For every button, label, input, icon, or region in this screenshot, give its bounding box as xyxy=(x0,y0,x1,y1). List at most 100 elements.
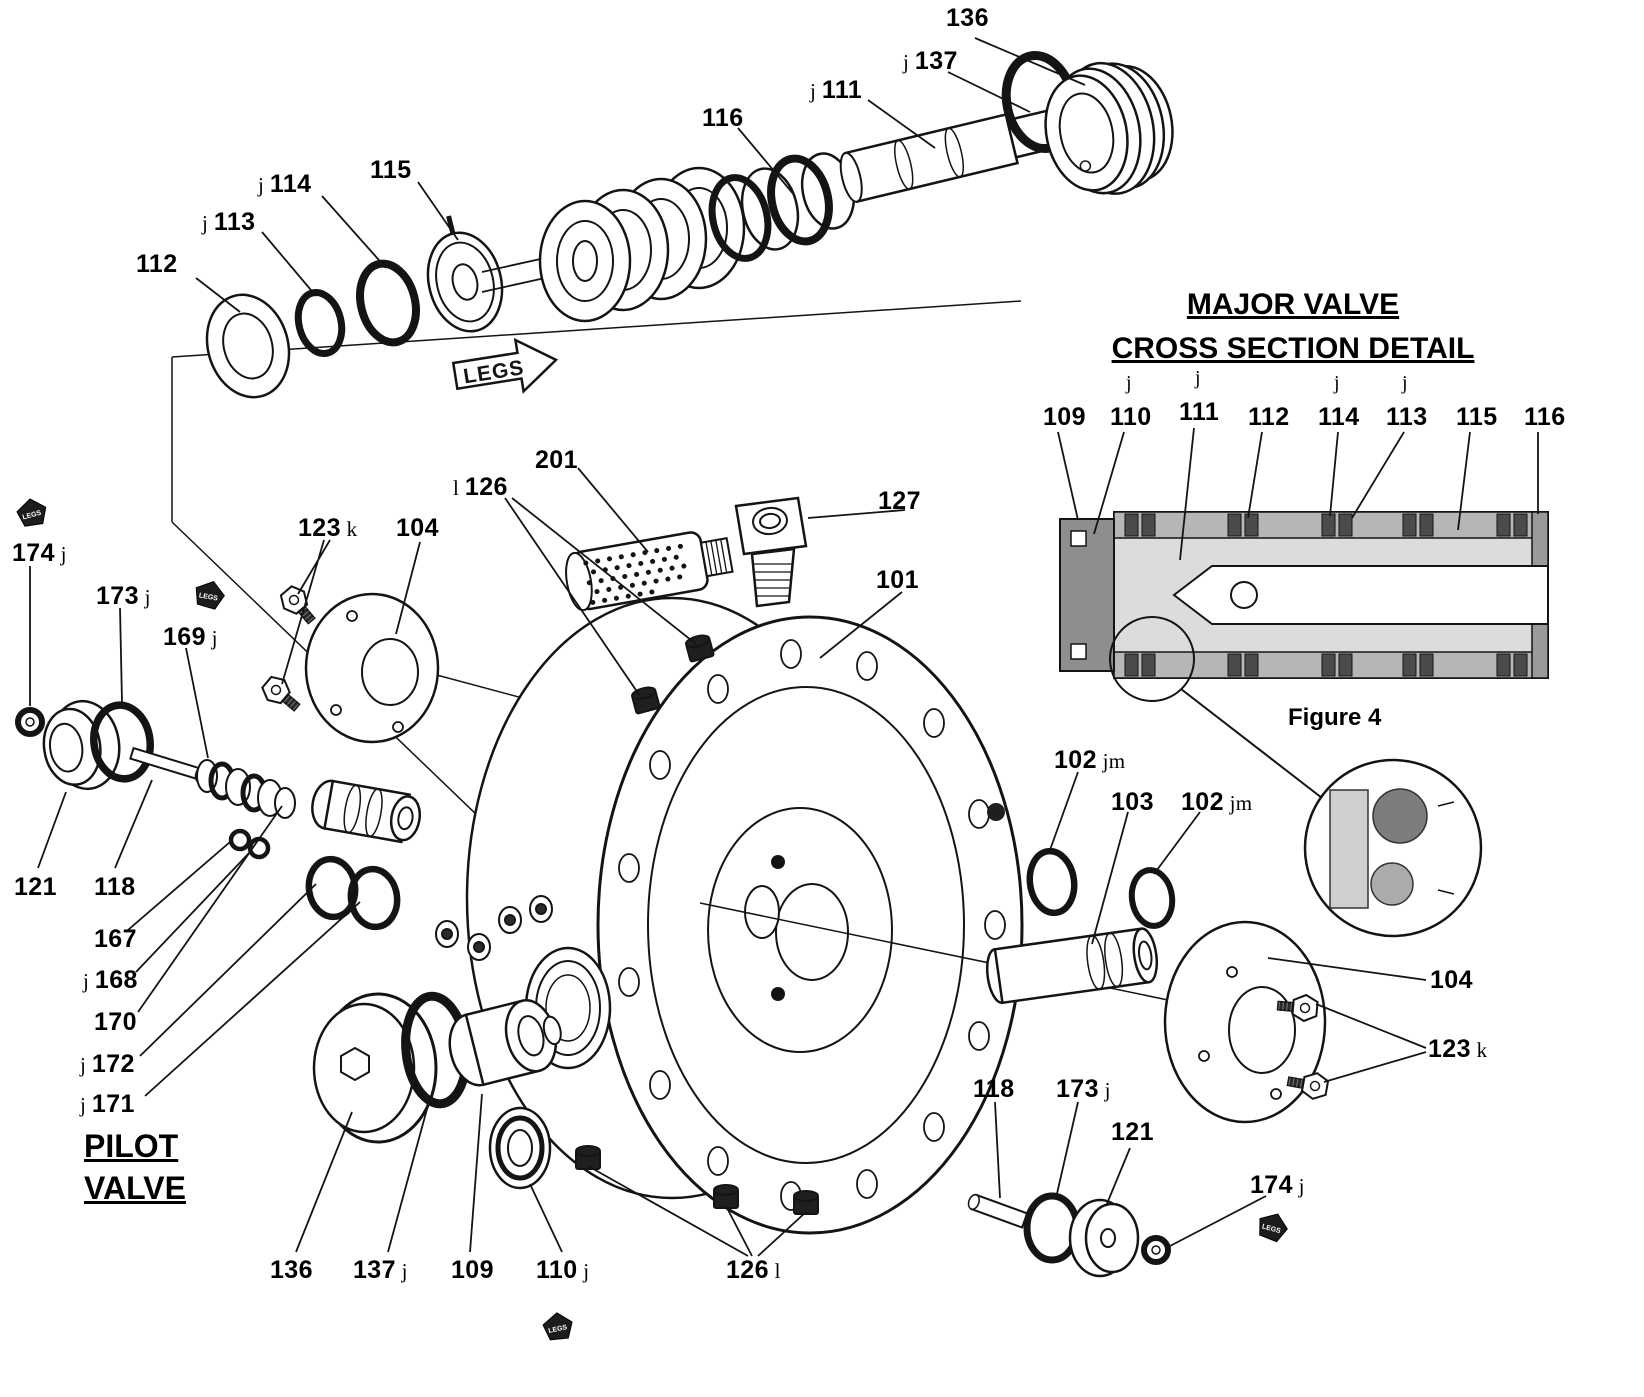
part-173-o-ring-left xyxy=(90,701,154,783)
legs-tag-icon: LEGS xyxy=(195,580,225,610)
part-173-o-ring-right xyxy=(1023,1192,1081,1264)
callout-cs-113: 113 xyxy=(1386,403,1428,431)
projection-lines xyxy=(171,300,1022,867)
major-valve-title-line2: CROSS SECTION DETAIL xyxy=(1111,331,1475,365)
part-116-ring-b xyxy=(740,167,800,251)
callout-118-right: 118 xyxy=(973,1075,1015,1103)
cs-footnote-j-113: j xyxy=(1402,372,1408,394)
callout-116-top: 116 xyxy=(702,104,744,132)
bolt-123k-left-b xyxy=(257,671,307,719)
part-121-cap-left xyxy=(42,699,121,791)
part-136-cap-bottom xyxy=(312,992,438,1144)
callout-169: 169 j xyxy=(163,623,218,651)
cross-section-figure xyxy=(1059,511,1549,799)
part-104-plate-left xyxy=(304,592,440,744)
callout-113-top: j 113 xyxy=(202,208,256,236)
callout-121-right: 121 xyxy=(1111,1118,1154,1146)
callout-112-top: 112 xyxy=(136,250,178,278)
part-169-spool-stack xyxy=(196,759,296,819)
legs-tag-text: LEGS xyxy=(198,592,218,602)
part-121-cap-right xyxy=(1068,1198,1140,1278)
callout-172: j 172 xyxy=(80,1050,135,1078)
callout-174-right: 174 j xyxy=(1250,1171,1305,1199)
part-174-washer-left xyxy=(15,707,45,737)
part-102-o-ring-left xyxy=(1026,847,1078,917)
part-116-o-ring-c xyxy=(767,154,833,246)
callout-104-left: 104 xyxy=(396,514,439,542)
part-127-elbow-fitting xyxy=(734,496,808,608)
callout-126-top: l 126 xyxy=(453,473,508,501)
part-110-seal-bottom xyxy=(488,1106,552,1190)
part-136-end-cap xyxy=(1044,61,1174,195)
legs-tag-icon: LEGS xyxy=(1259,1213,1288,1243)
callout-118-left: 118 xyxy=(94,873,136,901)
pilot-valve-label: PILOT VALVE xyxy=(84,1126,186,1209)
leader-lines xyxy=(29,37,1539,1257)
callout-103: 103 xyxy=(1111,788,1154,816)
callout-136-bottom: 136 xyxy=(270,1256,313,1284)
callout-121-left: 121 xyxy=(14,873,57,901)
callout-126-bottom: 126 l xyxy=(726,1256,781,1284)
part-102-o-ring-right xyxy=(1128,867,1176,929)
part-115-cup xyxy=(426,215,504,333)
legs-direction-arrow: LEGS xyxy=(451,337,559,394)
callout-137-bottom: 137 j xyxy=(353,1256,408,1284)
callout-201: 201 xyxy=(535,446,578,474)
figure-caption: Figure 4 xyxy=(1288,704,1382,731)
pilot-valve-label-line2: VALVE xyxy=(84,1169,186,1206)
part-171-o-ring xyxy=(347,865,401,931)
legs-tag-text: LEGS xyxy=(548,1324,568,1335)
callout-cs-110: 110 xyxy=(1110,403,1152,431)
legs-tag-icon: LEGS xyxy=(542,1312,573,1341)
callout-173-left: 173 j xyxy=(96,582,151,610)
callout-102-left: 102 jm xyxy=(1054,746,1126,774)
callout-109-bottom: 109 xyxy=(451,1256,494,1284)
part-116-o-ring-a xyxy=(708,174,772,262)
callout-101: 101 xyxy=(876,566,919,594)
callout-cs-114: 114 xyxy=(1318,403,1360,431)
callout-174-left: 174 j xyxy=(12,539,67,567)
callout-cs-115: 115 xyxy=(1456,403,1498,431)
callout-111-top: j 111 xyxy=(810,76,863,104)
legs-tag-text: LEGS xyxy=(22,510,43,522)
part-104-plate-right xyxy=(1163,920,1327,1124)
callout-171: j 171 xyxy=(80,1090,135,1118)
part-201-muffler xyxy=(565,531,734,612)
cs-footnote-j-114: j xyxy=(1334,372,1340,394)
callout-114-top: j 114 xyxy=(258,170,312,198)
callout-170: 170 xyxy=(94,1008,137,1036)
cs-footnote-j-111: j xyxy=(1195,367,1201,389)
callout-136-top: 136 xyxy=(946,4,989,32)
part-101-valve-body xyxy=(465,596,1169,1235)
callout-173-right: 173 j xyxy=(1056,1075,1111,1103)
major-valve-title-line1: MAJOR VALVE xyxy=(1186,288,1400,321)
body-plug-right xyxy=(987,803,1005,821)
callout-cs-116: 116 xyxy=(1524,403,1566,431)
spool-shaft-link xyxy=(481,257,546,293)
callout-115-top: 115 xyxy=(370,156,412,184)
part-174-washer-right xyxy=(1141,1235,1171,1265)
part-spool-disc-stack xyxy=(538,166,746,323)
callout-168: j 168 xyxy=(83,966,138,994)
part-114-o-ring xyxy=(356,259,420,347)
callout-cs-112: 112 xyxy=(1248,403,1290,431)
callout-cs-111: 111 xyxy=(1179,398,1220,426)
callout-137-top: j 137 xyxy=(903,47,958,75)
part-118-pin-right xyxy=(967,1193,1029,1229)
callout-123k-left: 123 k xyxy=(298,514,358,542)
legs-tag-icon: LEGS xyxy=(16,498,47,527)
callout-102-right: 102 jm xyxy=(1181,788,1253,816)
part-109-piston-bottom xyxy=(448,999,562,1087)
legs-tag-text: LEGS xyxy=(1261,1223,1282,1235)
part-103-piston xyxy=(985,927,1159,1005)
bolt-123k-left-a xyxy=(275,581,323,631)
part-170-spool-piece xyxy=(311,779,422,844)
section-title-major-valve: MAJOR VALVE CROSS SECTION DETAIL xyxy=(1090,283,1496,370)
callout-104-right: 104 xyxy=(1430,966,1473,994)
cs-footnote-j-110: j xyxy=(1126,372,1132,394)
callout-cs-109: 109 xyxy=(1043,403,1086,431)
callout-110-bottom: 110 j xyxy=(536,1256,590,1284)
pilot-valve-label-line1: PILOT xyxy=(84,1128,179,1164)
